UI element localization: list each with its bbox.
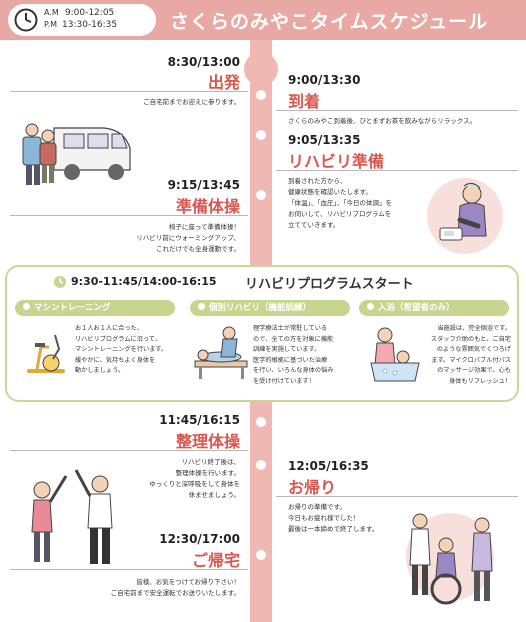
departure-title: 出発 <box>207 73 240 92</box>
timeline-dot <box>256 90 266 100</box>
page-title: さくらのみやこタイムスケジュール <box>170 11 489 33</box>
divider <box>10 215 248 216</box>
divider <box>276 110 518 111</box>
timeline-dot <box>256 190 266 200</box>
van-illustration <box>22 123 131 185</box>
bullet-icon <box>23 303 30 310</box>
program-box: 9:30-11:45/14:00-16:15 リハビリプログラムスタート マシン… <box>5 265 519 402</box>
individual-rehab-note: 理学療法士が常駐している ので、全ての方を対象に機能 訓練を実施しています。 医… <box>253 325 334 385</box>
arrival-time: 9:00/13:30 <box>288 73 361 87</box>
rehab-prep-time: 9:05/13:35 <box>288 133 361 147</box>
pill-bathing: 入浴（希望者のみ） <box>359 300 509 316</box>
warmup-time: 9:15/13:45 <box>167 178 240 192</box>
program-time: 9:30-11:45/14:00-16:15 <box>71 275 217 288</box>
warmup-title: 準備体操 <box>175 197 240 216</box>
bath-illustration <box>370 327 420 382</box>
machine-training-note: お１人お１人に合った、 リハビリプログラムに沿って、 マシントレーニングを行いま… <box>75 325 168 374</box>
timeline-dot <box>256 550 266 560</box>
clock-icon <box>54 276 66 288</box>
going-home-note: お帰りの準備です。 今日もお疲れ様でした！ 最後は一本締めで終了します。 <box>288 503 379 533</box>
home-arrival-note: 皆様、お気をつけてお帰り下さい！ ご自宅前まで安全運転でお送りいたします。 <box>110 578 240 597</box>
bp-monitor-illustration <box>427 178 503 254</box>
stretching-illustration <box>31 469 113 564</box>
bathing-note: 当施設は、完全個浴です。 スタッフ介助のもと、ご自宅 のような雰囲気でくつろげ … <box>430 325 511 385</box>
timeline-cap <box>244 52 278 86</box>
timeline-dot <box>256 460 266 470</box>
home-arrival-time: 12:30/17:00 <box>159 532 240 546</box>
exercise-bike-icon <box>27 334 65 373</box>
clock-icon <box>14 8 38 32</box>
timeline-dot <box>256 130 266 140</box>
arrival-title: 到着 <box>288 92 321 111</box>
divider <box>10 450 248 451</box>
divider <box>10 91 248 92</box>
bullet-icon <box>198 303 205 310</box>
divider <box>276 496 518 497</box>
rehab-prep-note: 到着された方から、 健康状態を確認いたします。 「体温」、「血圧」、「今日の体調… <box>288 177 392 229</box>
arrival-note: さくらのみやこ到着後、ひとまずお茶を飲みながらリラックス。 <box>288 117 477 125</box>
cooldown-note: リハビリ終了後は、 整理体操を行います。 ゆっくりと深呼吸をして身体を 休ませま… <box>149 458 240 499</box>
pill-machine-training: マシントレーニング <box>15 300 175 316</box>
departure-time: 8:30/13:00 <box>167 55 240 69</box>
going-home-title: お帰り <box>288 478 337 497</box>
bullet-icon <box>367 303 374 310</box>
going-home-time: 12:05/16:35 <box>288 459 369 473</box>
am-hours: A.M 9:00-12:05 <box>44 8 115 18</box>
pill-individual-rehab: 個別リハビリ（機能訓練） <box>190 300 350 316</box>
wheelchair-illustration <box>406 513 494 605</box>
program-title: リハビリプログラムスタート <box>245 277 414 292</box>
timeline-dot <box>256 417 266 427</box>
departure-note: ご自宅前までお迎えに参ります。 <box>143 98 240 106</box>
therapy-illustration <box>194 326 248 379</box>
cooldown-title: 整理体操 <box>175 432 240 451</box>
warmup-note: 椅子に座って準備体操！ リハビリ前にウォーミングアップ、 これだけでも全身運動で… <box>136 223 240 253</box>
divider <box>276 170 518 171</box>
divider <box>10 569 248 570</box>
home-arrival-title: ご帰宅 <box>191 551 240 570</box>
cooldown-time: 11:45/16:15 <box>159 413 240 427</box>
rehab-prep-title: リハビリ準備 <box>288 152 385 171</box>
